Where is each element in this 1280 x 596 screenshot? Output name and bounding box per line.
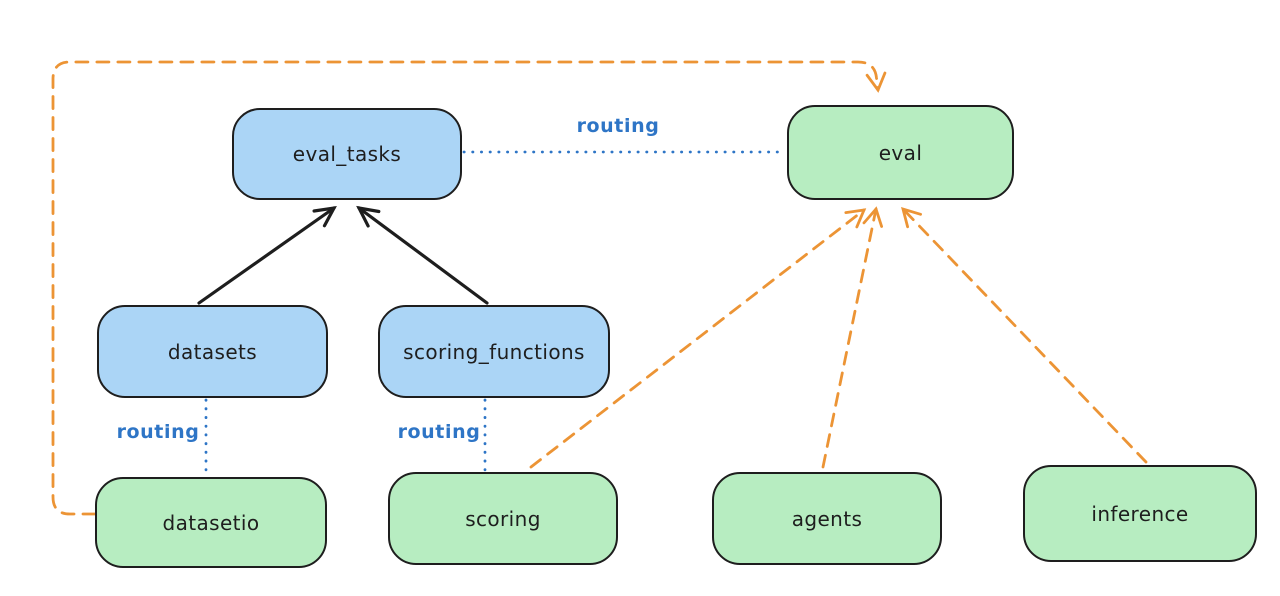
node-inference-label: inference — [1091, 501, 1189, 526]
node-eval-tasks-label: eval_tasks — [292, 142, 402, 166]
node-eval-label: eval — [878, 140, 923, 165]
node-agents: agents — [712, 472, 942, 565]
node-scoring-functions-label: scoring_functions — [403, 339, 585, 364]
node-datasets-label: datasets — [167, 339, 258, 364]
edge-scoring-functions-to-eval-tasks — [356, 205, 489, 305]
node-scoring: scoring — [388, 472, 618, 565]
node-agents-label: agents — [791, 506, 863, 531]
edge-label-routing-datasets-datasetio: routing — [116, 421, 200, 443]
node-scoring-functions: scoring_functions — [378, 305, 610, 398]
node-datasetio: datasetio — [95, 477, 327, 568]
node-eval: eval — [787, 105, 1014, 200]
node-datasetio-label: datasetio — [162, 510, 260, 535]
edge-label-routing-eval-tasks-eval: routing — [576, 115, 660, 137]
edge-inference-to-eval — [901, 206, 1148, 464]
node-inference: inference — [1023, 465, 1257, 562]
edge-scoring-to-eval — [529, 208, 867, 469]
edge-label-routing-scoring-functions-scoring: routing — [397, 421, 481, 443]
edge-agents-to-eval — [821, 206, 883, 469]
edge-datasets-to-eval-tasks — [197, 205, 337, 305]
node-scoring-label: scoring — [465, 506, 541, 531]
node-datasets: datasets — [97, 305, 328, 398]
edge-datasetio-to-eval — [51, 60, 887, 516]
node-eval-tasks: eval_tasks — [232, 108, 462, 200]
